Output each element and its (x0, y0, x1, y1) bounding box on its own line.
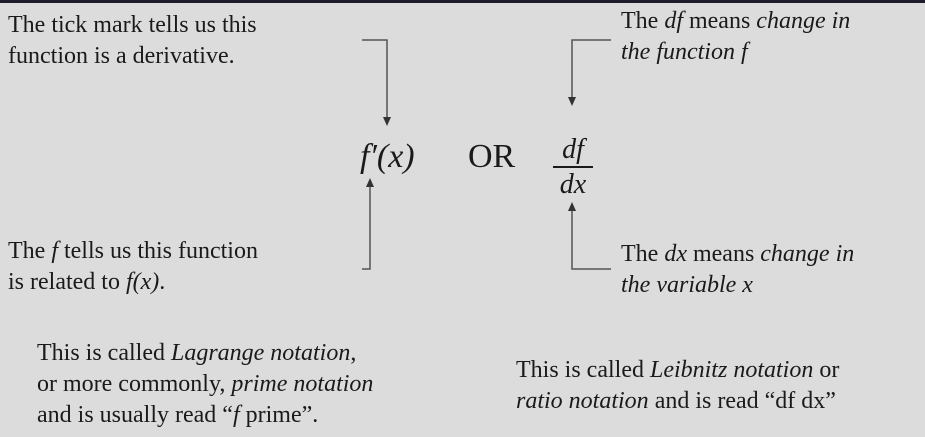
caption-line: This is called Lagrange notation, (37, 338, 373, 369)
text: The (621, 8, 665, 34)
text: means (682, 8, 757, 34)
arrow-tick-mark (362, 39, 388, 118)
text: tells us this function (57, 238, 258, 264)
emphasis: change in (756, 8, 851, 34)
text: The (8, 238, 52, 264)
caption-line: or more commonly, prime notation (37, 369, 373, 400)
caption-line: ratio notation and is read “df dx” (516, 386, 839, 417)
annotation-line: is related to f(x). (8, 267, 258, 298)
annotation-line: The dx means change in (621, 239, 854, 270)
caption-line: and is usually read “f prime”. (37, 400, 373, 431)
math-var: dx (664, 241, 687, 267)
annotation-f-related: The f tells us this function is related … (8, 236, 258, 298)
fraction-denominator: dx (559, 168, 587, 200)
text: . (159, 269, 166, 295)
text: This is called (516, 357, 650, 383)
text: is related to (8, 269, 126, 295)
text: , (350, 340, 357, 366)
arrow-dx (571, 210, 611, 270)
annotation-line: the variable x (621, 272, 753, 298)
math-var: df (664, 8, 683, 34)
caption-line: This is called Leibnitz notation or (516, 355, 839, 386)
text: The (621, 241, 665, 267)
or-label: OR (468, 138, 516, 175)
emphasis: Lagrange notation (170, 340, 351, 366)
fraction-bar (553, 166, 593, 168)
annotation-line: The df means change in (621, 6, 850, 37)
text: This is called (37, 340, 171, 366)
arrow-df (571, 39, 611, 98)
lagrange-formula: f′(x) (360, 138, 415, 175)
emphasis: prime notation (231, 371, 374, 397)
text: or more commonly, (37, 371, 232, 397)
annotation-line: the function f (621, 39, 748, 65)
math-var: f (51, 238, 58, 264)
text: means (686, 241, 761, 267)
caption-leibniz: This is called Leibnitz notation or rati… (516, 355, 839, 417)
annotation-line: function is a derivative. (8, 43, 235, 69)
annotation-df-means: The df means change in the function f (621, 6, 850, 68)
annotation-dx-means: The dx means change in the variable x (621, 239, 854, 301)
math-expr: f(x) (125, 269, 160, 295)
top-border (0, 0, 925, 3)
emphasis: change in (760, 241, 855, 267)
emphasis: ratio notation (516, 388, 649, 414)
caption-lagrange: This is called Lagrange notation, or mor… (37, 338, 373, 431)
math-var: f (232, 402, 240, 428)
annotation-line: The f tells us this function (8, 236, 258, 267)
annotation-line: The tick mark tells us this (8, 12, 257, 38)
text: and is read “df dx” (648, 388, 836, 414)
leibniz-fraction: df dx (553, 136, 593, 199)
arrow-f-related (362, 186, 371, 270)
text: or (813, 357, 840, 383)
emphasis: Leibnitz notation (649, 357, 814, 383)
fraction-numerator: df (562, 134, 584, 165)
text: and is usually read “ (37, 402, 233, 428)
text: prime”. (239, 402, 319, 428)
annotation-tick-mark: The tick mark tells us this function is … (8, 10, 257, 72)
